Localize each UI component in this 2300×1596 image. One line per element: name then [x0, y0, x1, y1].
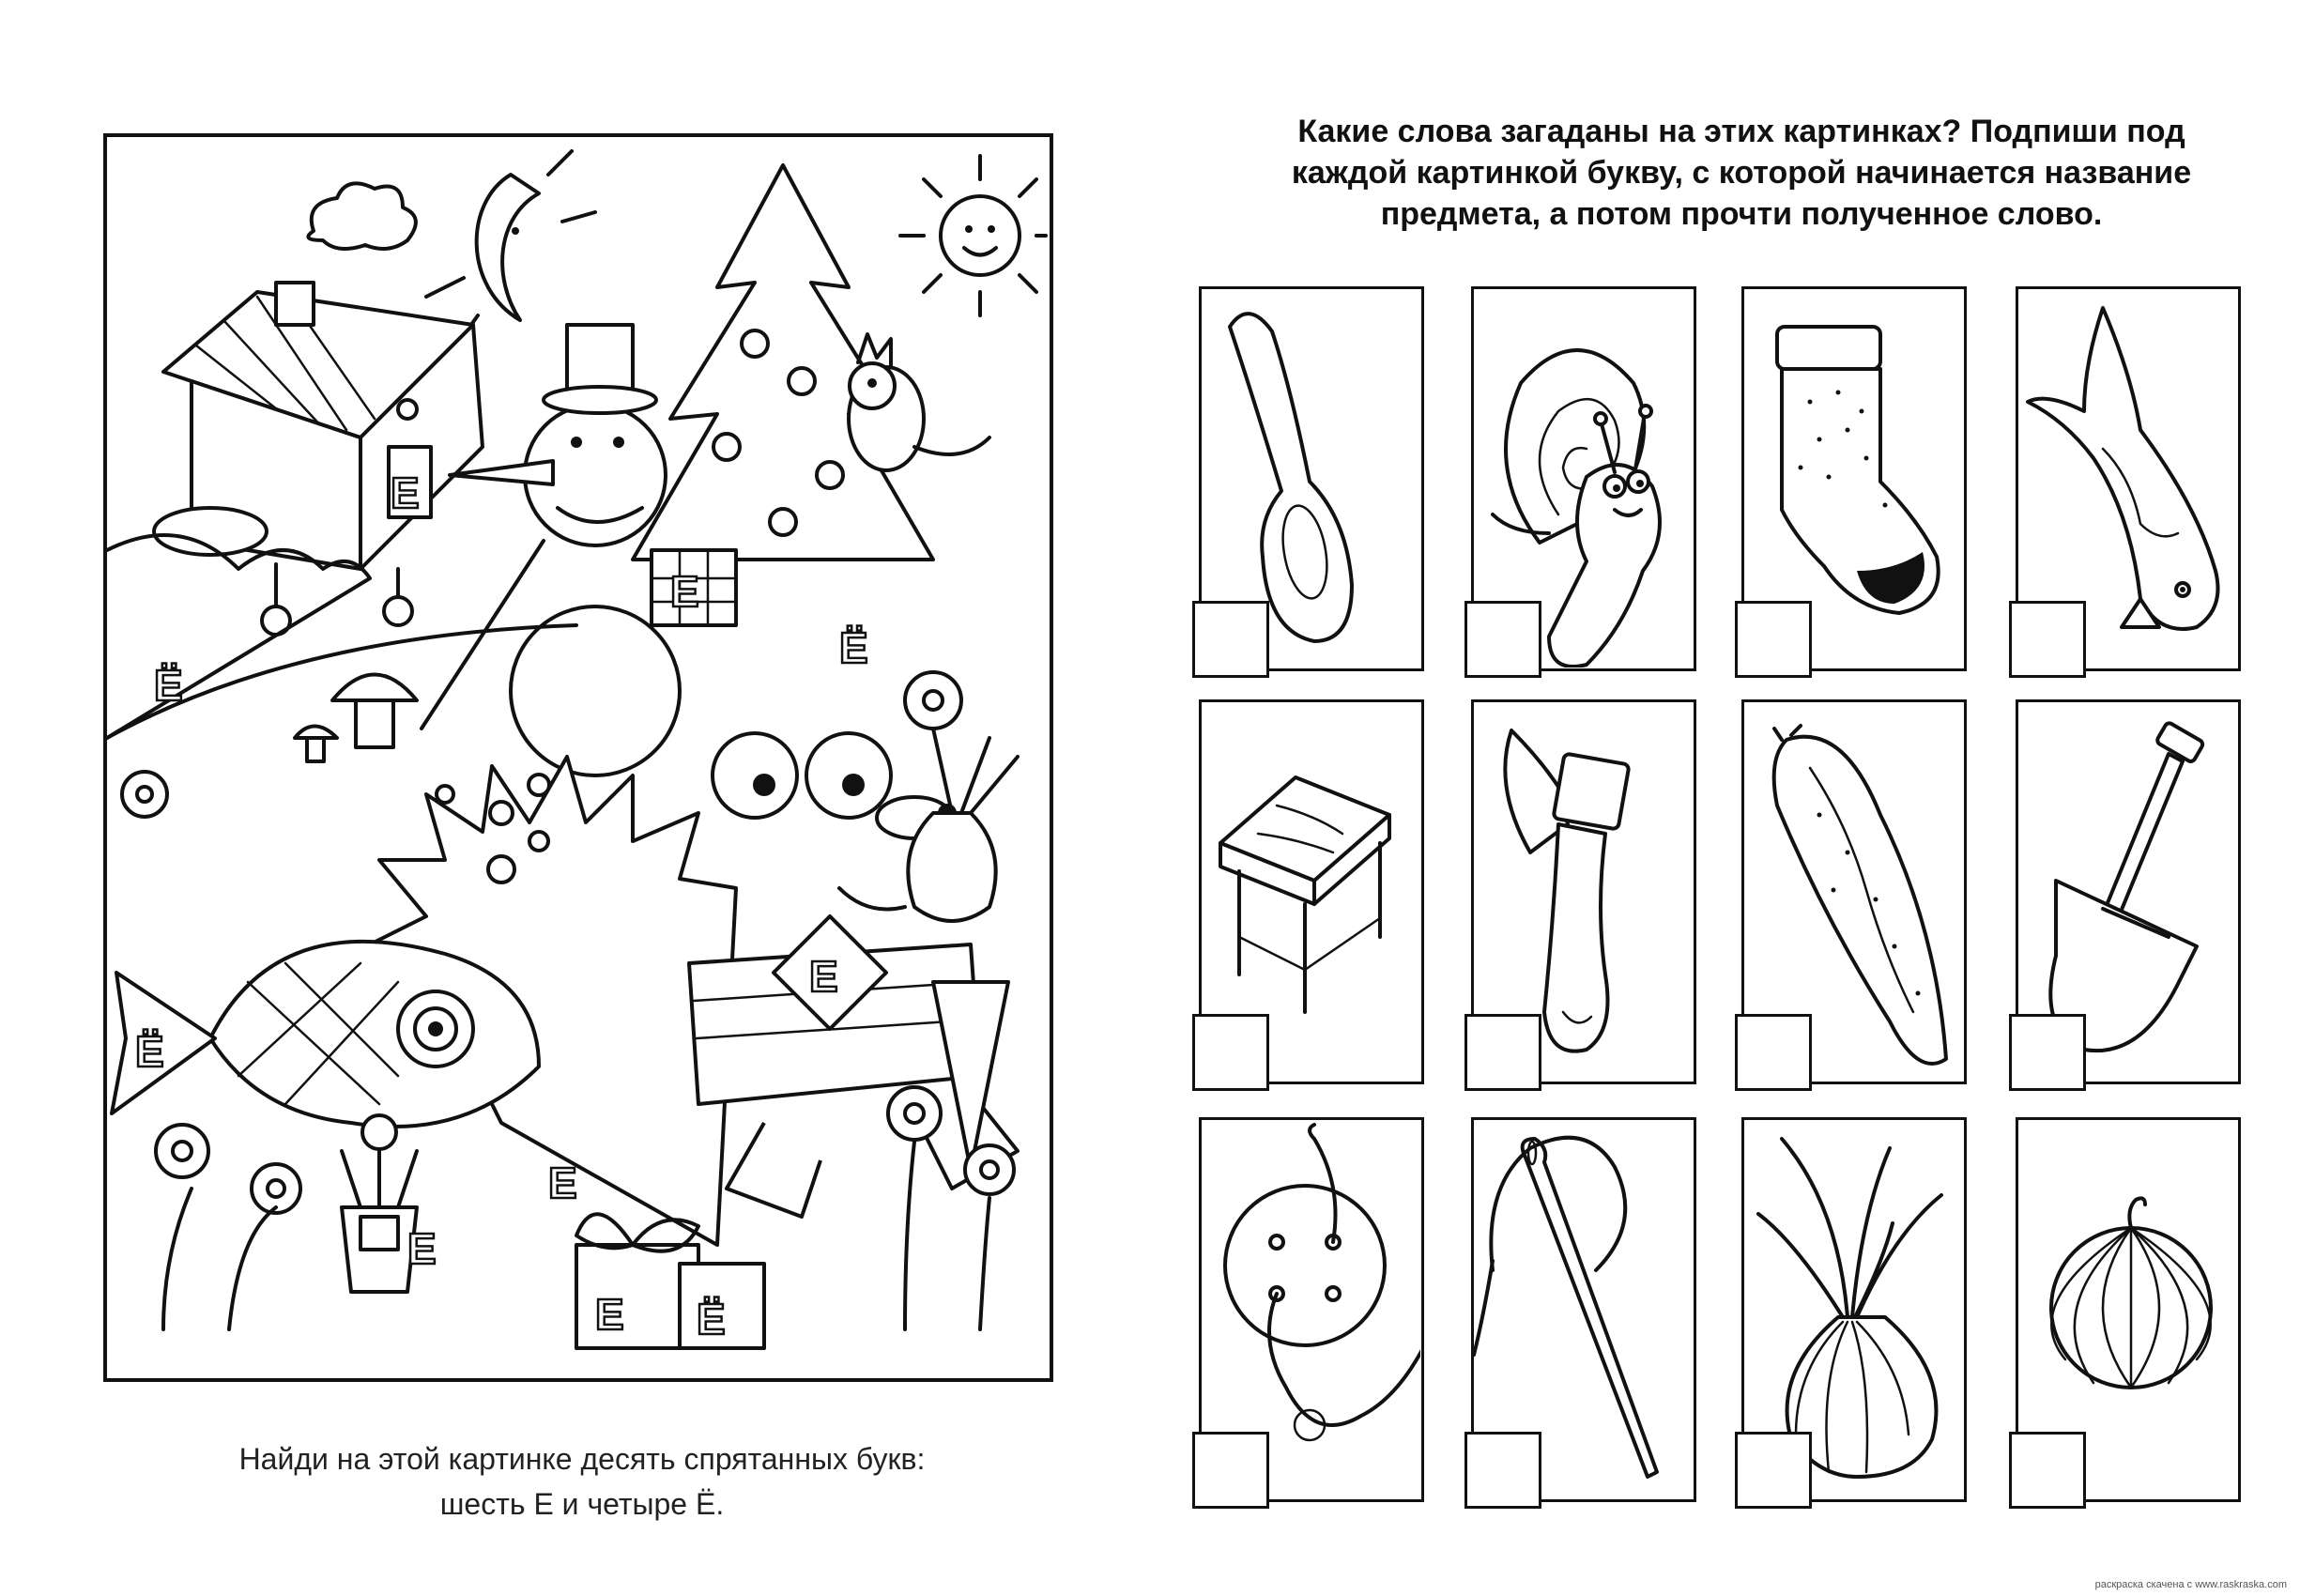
picture-grid — [1188, 286, 2286, 1516]
hidden-letter: Е — [391, 468, 420, 517]
hidden-letter: Е — [407, 1224, 437, 1273]
picture-card-sock — [1735, 286, 1967, 678]
answer-box[interactable] — [2009, 601, 2086, 678]
answer-box[interactable] — [2009, 1432, 2086, 1509]
flowers — [120, 670, 1016, 1331]
caption-line-1: Найди на этой картинке десять спрятанных… — [238, 1442, 926, 1476]
picture-card-axe — [1464, 699, 1696, 1091]
christmas-tree: Ё — [631, 163, 935, 673]
picture-card-cucumber — [1735, 699, 1967, 1091]
answer-box[interactable] — [1464, 1432, 1541, 1509]
watermelon-icon — [2049, 1196, 2213, 1389]
answer-box[interactable] — [2009, 1014, 2086, 1091]
hidden-letter: Е — [809, 952, 838, 1001]
task-title-line-1: Какие слова загаданы на этих картинках? … — [1297, 114, 2185, 149]
answer-box[interactable] — [1735, 601, 1812, 678]
spoon-icon — [1228, 312, 1354, 643]
moon-icon — [474, 173, 541, 322]
scene-illustration: Е Ё Е — [107, 149, 1048, 1350]
sock-icon — [1775, 325, 1940, 615]
task-title: Какие слова загаданы на этих картинках? … — [1202, 111, 2281, 235]
sun-icon — [898, 154, 1048, 317]
hidden-letter: Ё — [839, 623, 868, 672]
hidden-letter: Ё — [135, 1027, 164, 1076]
picture-card-button — [1192, 1117, 1424, 1509]
snowman: Е — [420, 323, 738, 777]
picture-card-watermelon — [2009, 1117, 2241, 1509]
answer-box[interactable] — [1192, 1014, 1269, 1091]
answer-box[interactable] — [1464, 1014, 1541, 1091]
left-caption: Найди на этой картинке десять спрятанных… — [113, 1436, 1051, 1527]
parrot — [847, 332, 991, 472]
hidden-letter: Е — [548, 1159, 577, 1207]
gift-box: Ё Е — [575, 1212, 766, 1350]
answer-box[interactable] — [1735, 1014, 1812, 1091]
picture-card-shovel — [2009, 699, 2241, 1091]
answer-box[interactable] — [1735, 1432, 1812, 1509]
needle-icon — [1474, 1135, 1659, 1479]
picture-card-shark — [2009, 286, 2241, 678]
shark-icon — [2026, 306, 2220, 631]
onion-icon — [1756, 1137, 1943, 1479]
snail-icon — [1491, 348, 1662, 668]
hedgehog: Е — [368, 731, 1020, 1247]
cloud-icon — [306, 181, 418, 251]
cucumber-icon — [1771, 724, 1948, 1066]
hidden-letter: Е — [670, 567, 699, 616]
answer-box[interactable] — [1192, 1432, 1269, 1509]
answer-box[interactable] — [1192, 601, 1269, 678]
hidden-letters-picture: Е Ё Е — [103, 133, 1053, 1382]
mushroom — [293, 672, 419, 763]
task-title-line-3: предмета, а потом прочти полученное слов… — [1380, 196, 2103, 232]
task-title-line-2: каждой картинкой букву, с которой начина… — [1291, 155, 2192, 191]
answer-box[interactable] — [1464, 601, 1541, 678]
button-icon — [1223, 1123, 1420, 1442]
fish: Ё — [110, 773, 551, 1128]
picture-card-onion — [1735, 1117, 1967, 1509]
table-icon — [1219, 775, 1391, 1014]
picture-card-needle — [1464, 1117, 1696, 1509]
footer-credit: раскраска скачена с www.raskraska.com — [2094, 1579, 2287, 1590]
hidden-letter: Е — [595, 1290, 624, 1339]
hidden-letter: Ё — [697, 1295, 726, 1343]
picture-card-snail — [1464, 286, 1696, 678]
axe-icon — [1503, 729, 1631, 1053]
vase — [906, 727, 1020, 923]
picture-card-spoon — [1192, 286, 1424, 678]
picture-card-table — [1192, 699, 1424, 1091]
hidden-letter: Ё — [154, 661, 183, 710]
shovel-icon — [2048, 721, 2205, 1053]
house: Е — [152, 281, 484, 637]
caption-line-2: шесть Е и четыре Ё. — [439, 1487, 725, 1521]
flower-pot — [340, 1113, 419, 1294]
